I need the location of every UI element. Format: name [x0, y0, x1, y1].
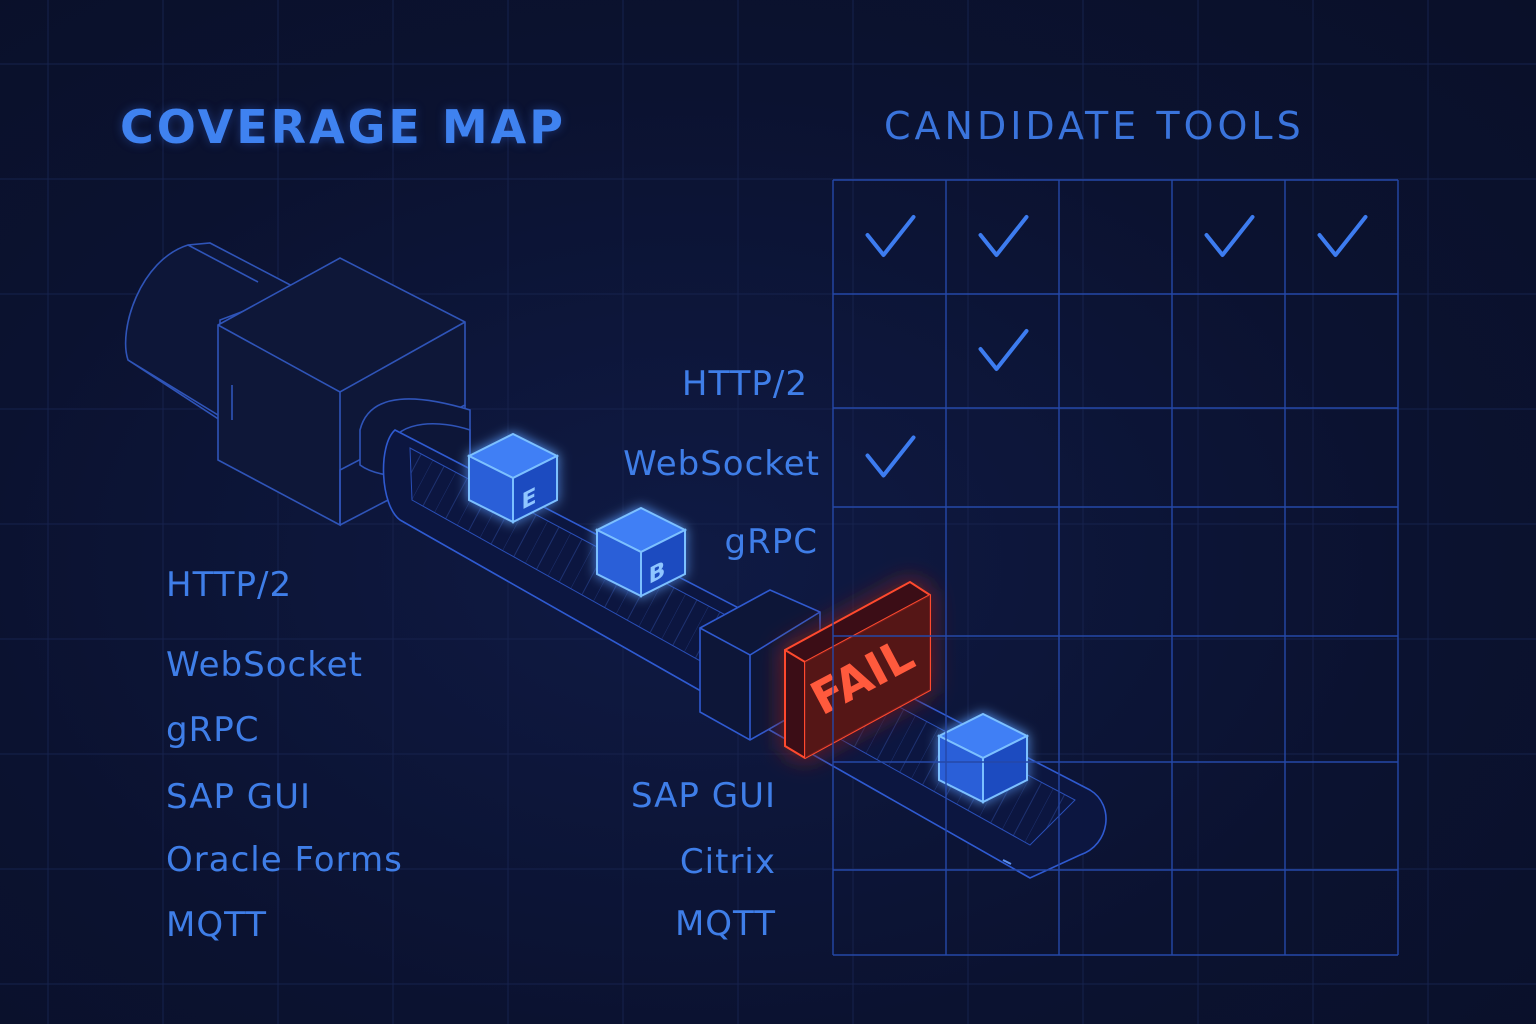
checkmark-icon: [978, 215, 1029, 257]
matrix-row-label: HTTP/2: [681, 364, 808, 404]
matrix-row-label: gRPC: [724, 522, 818, 562]
coverage-map-title: COVERAGE MAP: [120, 100, 566, 154]
cube-icon: [936, 712, 1030, 804]
cube-icon: B: [594, 506, 688, 598]
cube-letter: E: [521, 481, 536, 515]
protocol-label: WebSocket: [166, 645, 363, 685]
candidate-tools-title: CANDIDATE TOOLS: [884, 104, 1305, 148]
matrix-row-label: MQTT: [674, 904, 776, 944]
checkmark-icon: [865, 215, 916, 257]
checkmark-icon: [865, 435, 916, 478]
protocol-label: MQTT: [166, 905, 268, 945]
protocol-label: gRPC: [166, 710, 260, 750]
checkmark-icon: [978, 329, 1029, 371]
matrix-row-label: Citrix: [679, 842, 776, 882]
cube-icon: E: [466, 432, 560, 524]
matrix-row-label: SAP GUI: [630, 776, 776, 816]
cube-letter: B: [649, 555, 666, 590]
protocol-label: SAP GUI: [166, 777, 312, 817]
protocol-label: Oracle Forms: [166, 840, 403, 880]
camera-housing-icon: [124, 242, 471, 527]
checkmark-icon: [1204, 215, 1255, 257]
checkmark-icon: [1317, 215, 1368, 257]
protocol-label: HTTP/2: [166, 565, 293, 605]
matrix-row-label: WebSocket: [623, 444, 820, 484]
